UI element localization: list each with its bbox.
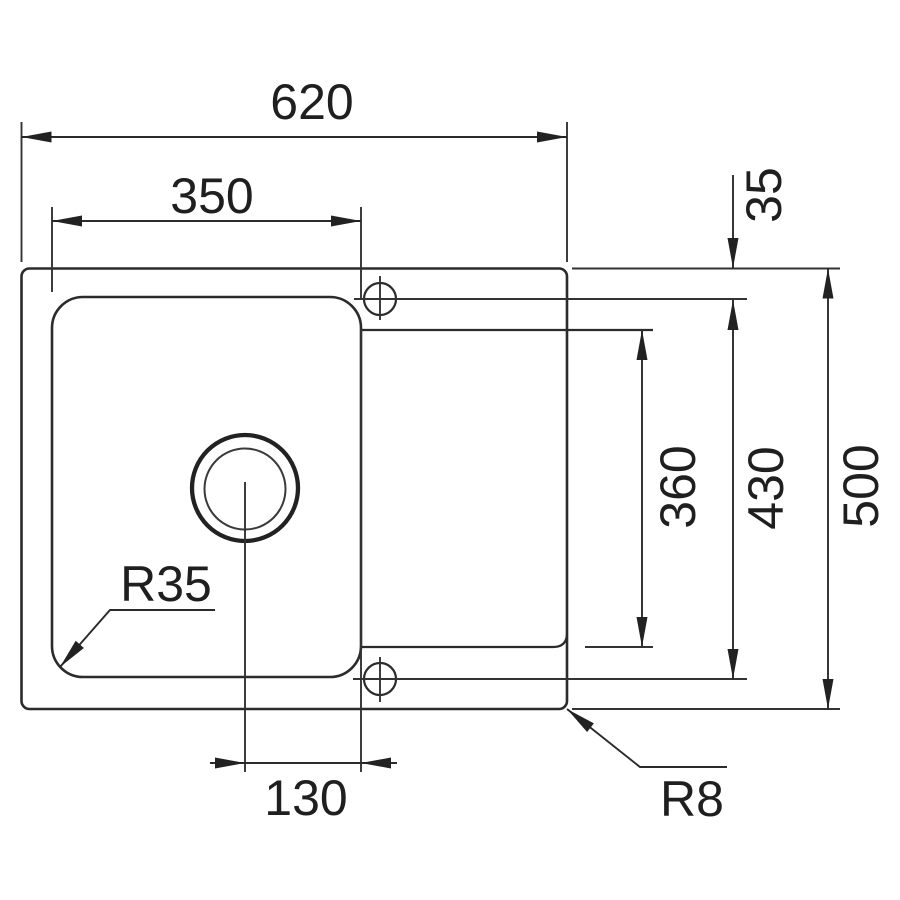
label-drainer-length: 360	[650, 445, 706, 528]
label-outer-corner-radius: R8	[660, 771, 724, 827]
extension-lines	[20, 122, 840, 772]
dimension-labels: 620 350 130 R35 R8 35 360 430 500	[120, 74, 889, 827]
arrow-350-left	[52, 215, 82, 227]
label-bowl-width: 350	[170, 168, 253, 224]
leader-r35	[59, 609, 215, 668]
arrow-r8-leader	[567, 709, 594, 732]
arrow-130-left	[215, 757, 245, 769]
arrow-360-down	[636, 617, 648, 647]
label-bowl-corner-radius: R35	[120, 556, 212, 612]
label-edge-to-hole: 35	[736, 167, 792, 223]
label-drain-offset: 130	[264, 770, 347, 826]
arrow-620-left	[21, 131, 52, 143]
arrow-500-up	[822, 268, 834, 299]
arrowheads	[21, 131, 834, 769]
dimension-lines	[21, 136, 829, 768]
label-overall-depth: 500	[833, 444, 889, 527]
arrow-r35-leader	[60, 640, 84, 667]
leader-r8	[566, 708, 727, 768]
sink-geometry	[20, 267, 747, 772]
arrow-360-up	[636, 330, 648, 360]
arrow-130-right	[361, 757, 391, 769]
arrow-620-right	[537, 131, 567, 143]
arrow-35-down	[727, 238, 739, 268]
arrow-430-down	[727, 649, 739, 679]
arrow-430-up	[727, 300, 739, 330]
sink-outline	[20, 267, 569, 711]
label-hole-to-hole: 430	[738, 446, 794, 529]
drainer-bottom-edge	[361, 632, 569, 649]
bowl-outline	[50, 295, 363, 679]
arrow-350-right	[331, 215, 361, 227]
arrow-500-down	[822, 679, 834, 709]
label-overall-width: 620	[270, 74, 353, 130]
